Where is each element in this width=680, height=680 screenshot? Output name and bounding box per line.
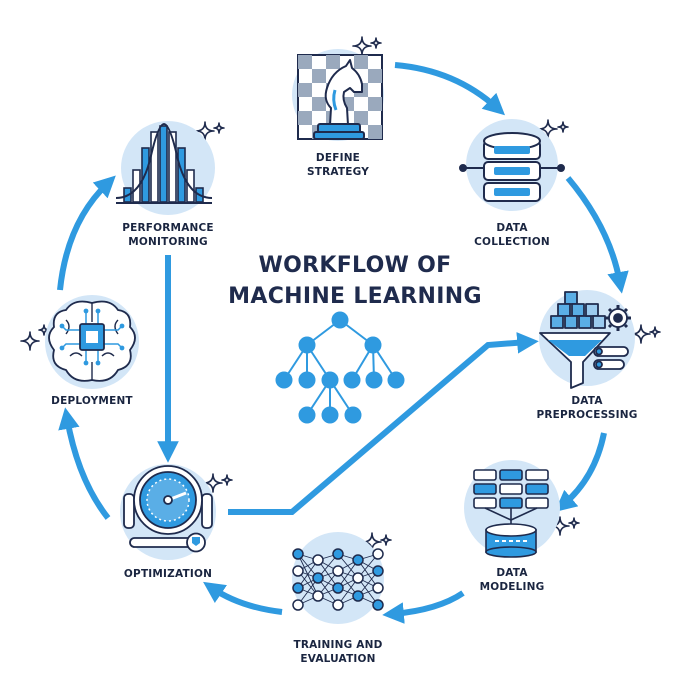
- decision-tree-icon: [275, 311, 405, 424]
- diagram-title: WORKFLOW OF MACHINE LEARNING: [205, 250, 505, 312]
- step-deployment-icon: [45, 295, 139, 389]
- arrow-preprocessing-to-modeling: [554, 432, 607, 512]
- step-data-preprocessing-icon: [539, 290, 635, 389]
- arrow-optimization-to-preprocessing: [228, 332, 539, 515]
- sparkle-icon: [221, 474, 233, 486]
- sparkle-icon: [631, 324, 651, 344]
- label-data-collection: DATA COLLECTION: [474, 222, 550, 248]
- arrow-optimization-to-deployment: [58, 407, 111, 520]
- arrow-modeling-to-training: [382, 590, 465, 624]
- label-optimization: OPTIMIZATION: [123, 568, 213, 580]
- label-deployment: DEPLOYMENT: [51, 395, 133, 407]
- sparkle-icon: [213, 122, 225, 134]
- sparkle-icon: [370, 37, 382, 49]
- speedometer-wrench-icon: [123, 465, 213, 553]
- chess-knight-icon: [297, 54, 383, 140]
- sparkle-icon: [557, 121, 569, 133]
- label-training-and-evaluation: TRAINING AND EVALUATION: [293, 639, 383, 665]
- title-line-1: WORKFLOW OF: [258, 253, 452, 278]
- data-model-icon: [473, 469, 549, 558]
- title-line-2: MACHINE LEARNING: [228, 284, 482, 309]
- arrow-deployment-to-monitoring: [57, 175, 116, 291]
- flow-arrows: [57, 62, 629, 624]
- label-data-modeling: DATA MODELING: [479, 567, 545, 593]
- sparkle-icon: [568, 517, 580, 529]
- step-data-collection-icon: [459, 119, 565, 211]
- arrow-collection-to-preprocessing: [565, 176, 629, 294]
- neural-network-icon: [292, 548, 384, 611]
- label-data-preprocessing: DATA PREPROCESSING: [536, 395, 638, 421]
- sparkle-icon: [649, 326, 661, 338]
- arrow-strategy-to-collection: [394, 62, 506, 116]
- database-icon: [459, 132, 565, 202]
- step-define-strategy-icon: [292, 49, 384, 141]
- sparkle-icon: [38, 324, 50, 336]
- bell-curve-chart-icon: [115, 122, 213, 204]
- sparkle-icon: [20, 331, 40, 351]
- sparkle-icon: [203, 473, 223, 493]
- label-define-strategy: DEFINE STRATEGY: [306, 152, 370, 178]
- funnel-cubes-icon: [539, 291, 631, 389]
- step-training-and-evaluation-icon: [292, 532, 384, 624]
- sparkle-icon: [352, 36, 372, 56]
- sparkle-icon: [380, 534, 392, 546]
- step-data-modeling-icon: [464, 460, 560, 558]
- arrow-training-to-optimization: [203, 581, 283, 615]
- label-performance-monitoring: PERFORMANCE MONITORING: [122, 222, 214, 248]
- step-performance-monitoring-icon: [115, 121, 215, 215]
- brain-chip-icon: [48, 300, 136, 382]
- step-optimization-icon: [120, 464, 216, 560]
